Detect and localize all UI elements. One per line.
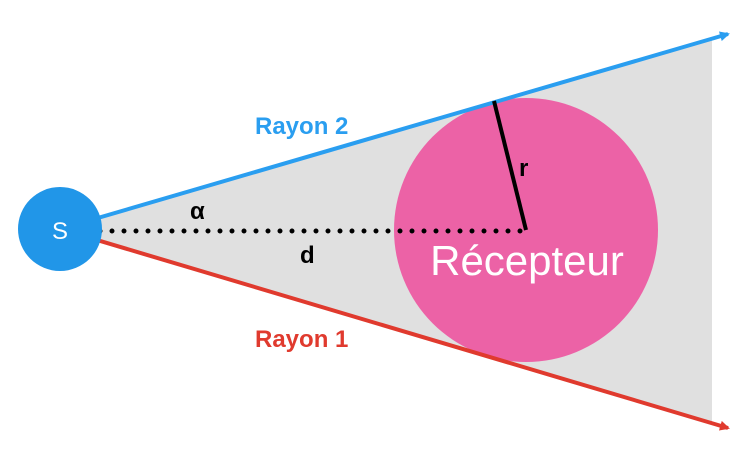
ray-1-label: Rayon 1 bbox=[255, 326, 348, 353]
ray-2-line bbox=[59, 31, 730, 231]
source-circle bbox=[18, 187, 102, 271]
distance-label: d bbox=[300, 242, 315, 269]
ray-2-label: Rayon 2 bbox=[255, 113, 348, 140]
radius-label: r bbox=[519, 155, 528, 182]
receiver-label: Récepteur bbox=[430, 237, 624, 284]
alpha-label: α bbox=[190, 198, 205, 225]
source-label: S bbox=[52, 218, 68, 245]
radius-line bbox=[492, 100, 528, 231]
ray-1-line bbox=[59, 227, 730, 431]
